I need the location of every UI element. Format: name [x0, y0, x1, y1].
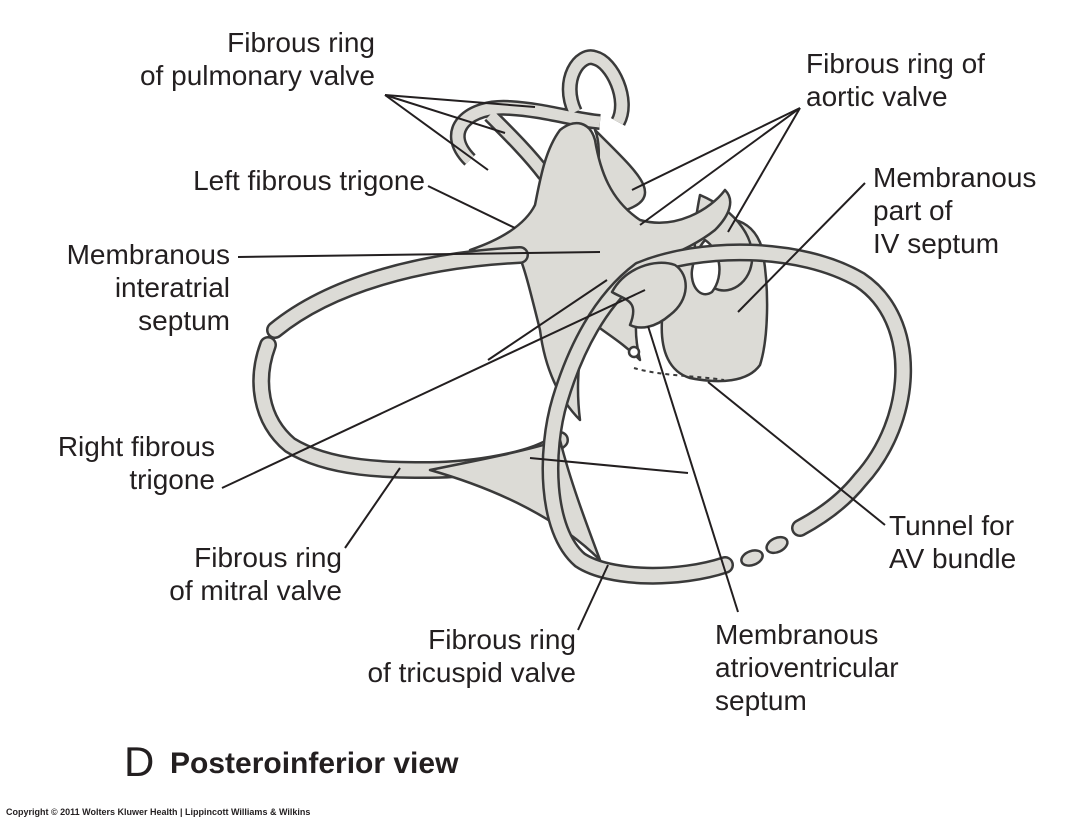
label-line: Membranous [66, 239, 230, 270]
label-line: aortic valve [806, 81, 948, 112]
right-fibrous-trigone-shape [610, 261, 687, 329]
label-line: Left fibrous trigone [193, 165, 425, 196]
leader-mitral [344, 467, 401, 549]
label-line: IV septum [873, 228, 1000, 259]
leader-pulmonary-1 [384, 94, 536, 108]
copyright-notice: Copyright © 2011 Wolters Kluwer Health |… [6, 807, 311, 817]
label-line: Fibrous ring [194, 542, 342, 573]
leader-right-trigone-1 [221, 289, 646, 489]
leader-pulmonary-2 [384, 94, 506, 134]
label-line: AV bundle [889, 543, 1017, 574]
label-line: of mitral valve [169, 575, 342, 606]
mitral-ring-inner [254, 248, 567, 477]
leader-aortic-2 [639, 107, 801, 226]
label-right-fibrous-trigone: Right fibrous trigone [10, 430, 215, 496]
tricuspid-ring-inner [544, 245, 910, 583]
panel-letter: D [124, 738, 155, 785]
label-line: septum [138, 305, 230, 336]
leader-av-septum-2 [647, 325, 739, 613]
label-mitral-ring: Fibrous ring of mitral valve [120, 541, 342, 607]
leader-tunnel [707, 381, 886, 526]
leader-tricuspid [577, 564, 609, 631]
label-line: interatrial [114, 272, 230, 303]
mitral-ring-outer [252, 246, 569, 479]
label-line: atrioventricular [715, 652, 899, 683]
label-line: septum [715, 685, 807, 716]
label-line: Tunnel for [889, 510, 1015, 541]
label-line: Right fibrous [57, 431, 215, 462]
label-membranous-av-septum: Membranous atrioventricular septum [715, 618, 899, 717]
leader-av-septum-1 [529, 457, 689, 474]
label-line: Fibrous ring [428, 624, 576, 655]
label-line: Membranous [715, 619, 879, 650]
label-aortic-ring: Fibrous ring of aortic valve [806, 47, 985, 113]
label-line: of tricuspid valve [367, 657, 576, 688]
label-line: Membranous [873, 162, 1037, 193]
tricuspid-ring-gap-segments [740, 535, 789, 567]
leader-aortic-3 [727, 107, 801, 233]
leader-pulmonary-3 [384, 94, 489, 171]
leader-right-trigone-2 [487, 279, 608, 361]
leader-left-trigone [427, 185, 516, 229]
label-line: Fibrous ring of [806, 48, 985, 79]
av-bundle-tunnel [633, 367, 725, 381]
fibrous-skeleton-tissue [252, 49, 913, 585]
leader-lines [221, 94, 886, 631]
label-pulmonary-ring: Fibrous ring of pulmonary valve [90, 26, 375, 92]
label-line: part of [873, 195, 953, 226]
av-bundle-opening [627, 345, 641, 359]
leader-interatrial [237, 251, 601, 258]
label-membranous-iv-septum: Membranous part of IV septum [873, 161, 1036, 260]
label-left-fibrous-trigone: Left fibrous trigone [130, 164, 425, 197]
label-tunnel-av-bundle: Tunnel for AV bundle [889, 509, 1016, 575]
label-tricuspid-ring: Fibrous ring of tricuspid valve [318, 623, 576, 689]
view-title: Posteroinferior view [170, 747, 459, 780]
label-line: of pulmonary valve [139, 60, 375, 91]
label-line: Fibrous ring [227, 27, 375, 58]
leader-iv-septum [737, 182, 866, 313]
label-membranous-interatrial-septum: Membranous interatrial septum [20, 238, 230, 337]
label-line: trigone [129, 464, 215, 495]
leader-aortic-1 [631, 107, 801, 191]
pulmonary-ring-fill [452, 51, 628, 179]
